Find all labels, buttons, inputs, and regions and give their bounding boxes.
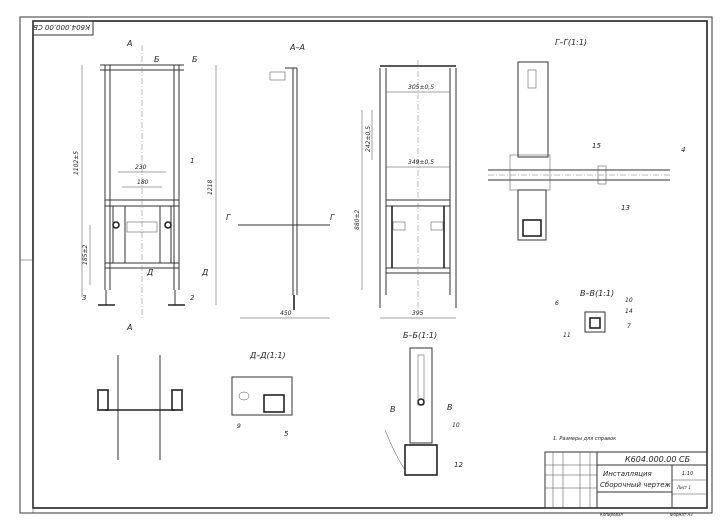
section-mark-v2: В (447, 403, 453, 412)
stamp-box (32, 20, 94, 36)
view-a-a: А–А 450 Г Г (226, 43, 335, 319)
callout-1: 1 (190, 157, 194, 165)
section-mark-g1: Г (226, 213, 231, 222)
front-view: 1102±5 1218 230 180 185±2 А А Б Б Д Д 1 … (73, 39, 217, 332)
section-mark-a-top: А (126, 39, 132, 48)
section-mark-d1: Д (146, 268, 153, 277)
callout-10: 10 (625, 297, 633, 304)
dim-total-height: 1102±5 (73, 151, 80, 175)
side-strip (19, 259, 34, 514)
section-mark-a-bottom: А (126, 323, 132, 332)
section-mark-g2: Г (330, 213, 335, 222)
view-g-g: Г–Г(1:1) 4 15 13 (488, 38, 685, 241)
dim-242: 242±0,5 (365, 126, 372, 152)
view-g-g-label: Г–Г(1:1) (555, 38, 587, 47)
dim-395: 395 (412, 310, 424, 317)
title-copied: Копировал (600, 512, 623, 517)
dim-305: 305±0,5 (408, 84, 434, 91)
callout-12: 12 (454, 461, 463, 469)
title-name-1: Инсталляция (603, 470, 652, 478)
section-mark-v1: В (390, 405, 396, 414)
callout-3: 3 (82, 294, 86, 302)
inner-frame (32, 20, 708, 509)
callout-15: 15 (592, 142, 601, 150)
dim-450: 450 (280, 310, 292, 317)
dim-180: 180 (137, 179, 149, 186)
callout-4: 4 (681, 146, 685, 154)
dim-1218: 1218 (207, 180, 214, 195)
plan-view (97, 355, 183, 460)
dim-185: 185±2 (82, 245, 89, 265)
title-scale: 1:10 (682, 471, 693, 477)
callout-13: 13 (621, 204, 630, 212)
view-b-b-detail: Б–Б(1:1) В В 10 12 (384, 331, 463, 476)
title-name-2: Сборочный чертеж (600, 481, 671, 489)
stamp-text: К604.000.00 СБ (33, 23, 90, 31)
view-v-v: В–В(1:1) 6 10 14 7 11 (555, 289, 633, 339)
title-format: Формат А3 (670, 512, 693, 517)
view-v-v-label: В–В(1:1) (580, 289, 614, 298)
note-text: 1. Размеры для справок (553, 436, 616, 442)
dim-880: 880±2 (354, 210, 361, 230)
section-mark-d2: Д (201, 268, 208, 277)
dim-349: 349±0,5 (408, 159, 434, 166)
title-sheet: Лист 1 (676, 485, 691, 490)
dim-230: 230 (135, 164, 147, 171)
callout-11: 11 (563, 332, 571, 339)
view-a-a-label: А–А (289, 43, 305, 52)
title-designation: К604.000.00 СБ (625, 455, 691, 464)
section-mark-b2: Б (192, 55, 198, 64)
view-b-b: 305±0,5 349±0,5 242±0,5 880±2 395 (354, 60, 457, 319)
callout-14: 14 (625, 308, 633, 315)
view-b-b-detail-label: Б–Б(1:1) (403, 331, 437, 340)
view-d-d: Д–Д(1:1) 9 5 (231, 351, 293, 438)
view-d-d-label: Д–Д(1:1) (249, 351, 286, 360)
callout-5: 5 (284, 430, 289, 438)
callout-7: 7 (627, 323, 631, 330)
section-mark-b1: Б (154, 55, 160, 64)
callout-6: 6 (555, 300, 559, 307)
title-block: К604.000.00 СБ Инсталляция Сборочный чер… (544, 451, 708, 517)
callout-10b: 10 (452, 422, 460, 429)
callout-9: 9 (237, 423, 241, 430)
callout-2: 2 (190, 294, 195, 302)
